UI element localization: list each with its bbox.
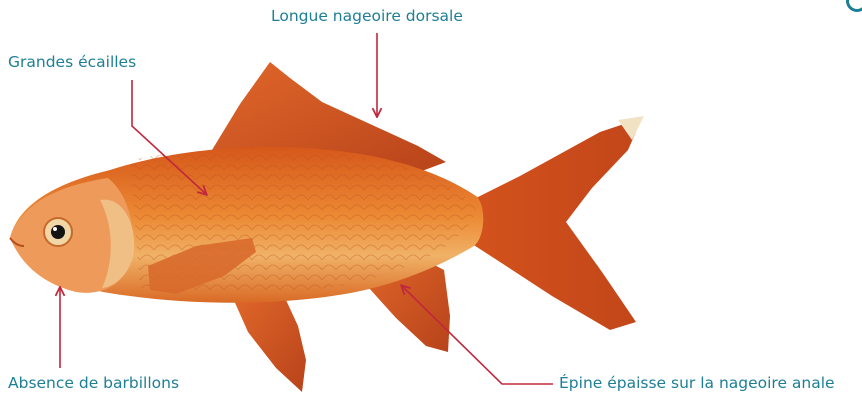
goldfish-illustration [10, 62, 644, 392]
pupil [51, 225, 65, 239]
label-dorsal-fin: Longue nageoire dorsale [271, 7, 463, 25]
label-anal-fin-spine: Épine épaisse sur la nageoire anale [559, 374, 835, 392]
label-large-scales: Grandes écailles [8, 53, 136, 71]
caudal-fin [462, 118, 642, 330]
label-no-barbels: Absence de barbillons [8, 374, 179, 392]
eye-highlight [53, 227, 57, 231]
pelvic-fin [232, 296, 306, 392]
